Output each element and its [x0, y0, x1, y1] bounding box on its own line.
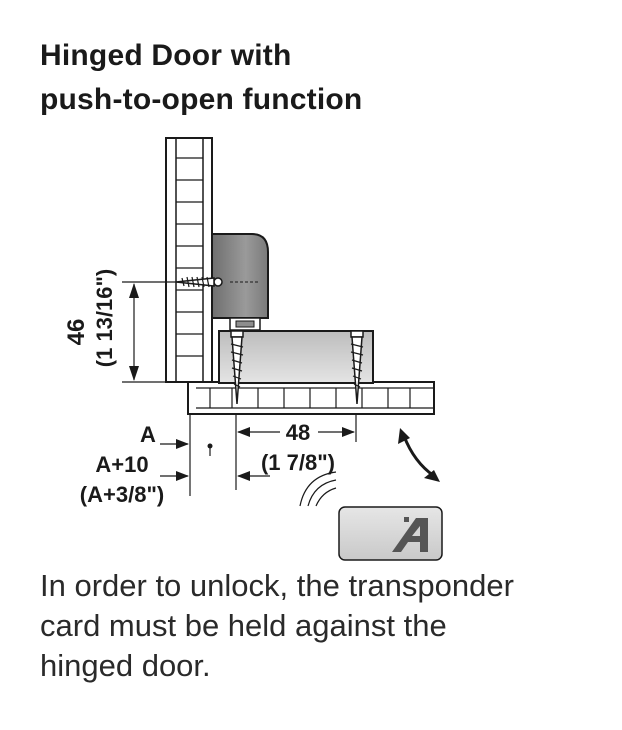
title-line-1: Hinged Door with	[40, 39, 292, 72]
diagram-title: Hinged Door with push-to-open function	[40, 34, 600, 122]
card-logo-icon	[392, 517, 428, 552]
side-screw-icon	[175, 276, 215, 288]
transponder-card	[338, 506, 443, 561]
mounting-plate	[218, 330, 374, 384]
door-swing-arrow-icon	[398, 428, 440, 482]
wireless-signal-icon	[299, 471, 337, 507]
height-in-label: (1 13/16")	[92, 269, 117, 367]
width-mm-label: 48	[286, 420, 310, 445]
caption-line-3: hinged door.	[40, 648, 211, 683]
height-dimension	[122, 281, 176, 383]
door-screw-left-icon	[230, 330, 244, 405]
lock-body	[211, 233, 269, 331]
offset-dimension	[160, 414, 357, 496]
caption-text: In order to unlock, the transponder card…	[40, 566, 610, 686]
caption-line-2: card must be held against the	[40, 608, 447, 643]
caption-line-1: In order to unlock, the transponder	[40, 568, 514, 603]
width-dimension	[237, 427, 355, 437]
width-in-label: (1 7/8")	[261, 450, 335, 475]
door-screw-right-icon	[350, 330, 364, 405]
hinged-door-panel	[187, 381, 435, 415]
offset-a10-label: A+10	[95, 452, 148, 477]
height-mm-label: 46	[63, 319, 90, 346]
cabinet-side-panel	[165, 137, 213, 383]
title-line-2: push-to-open function	[40, 83, 363, 116]
offset-a-label: A	[140, 422, 156, 447]
offset-a38-label: (A+3/8")	[80, 482, 164, 507]
